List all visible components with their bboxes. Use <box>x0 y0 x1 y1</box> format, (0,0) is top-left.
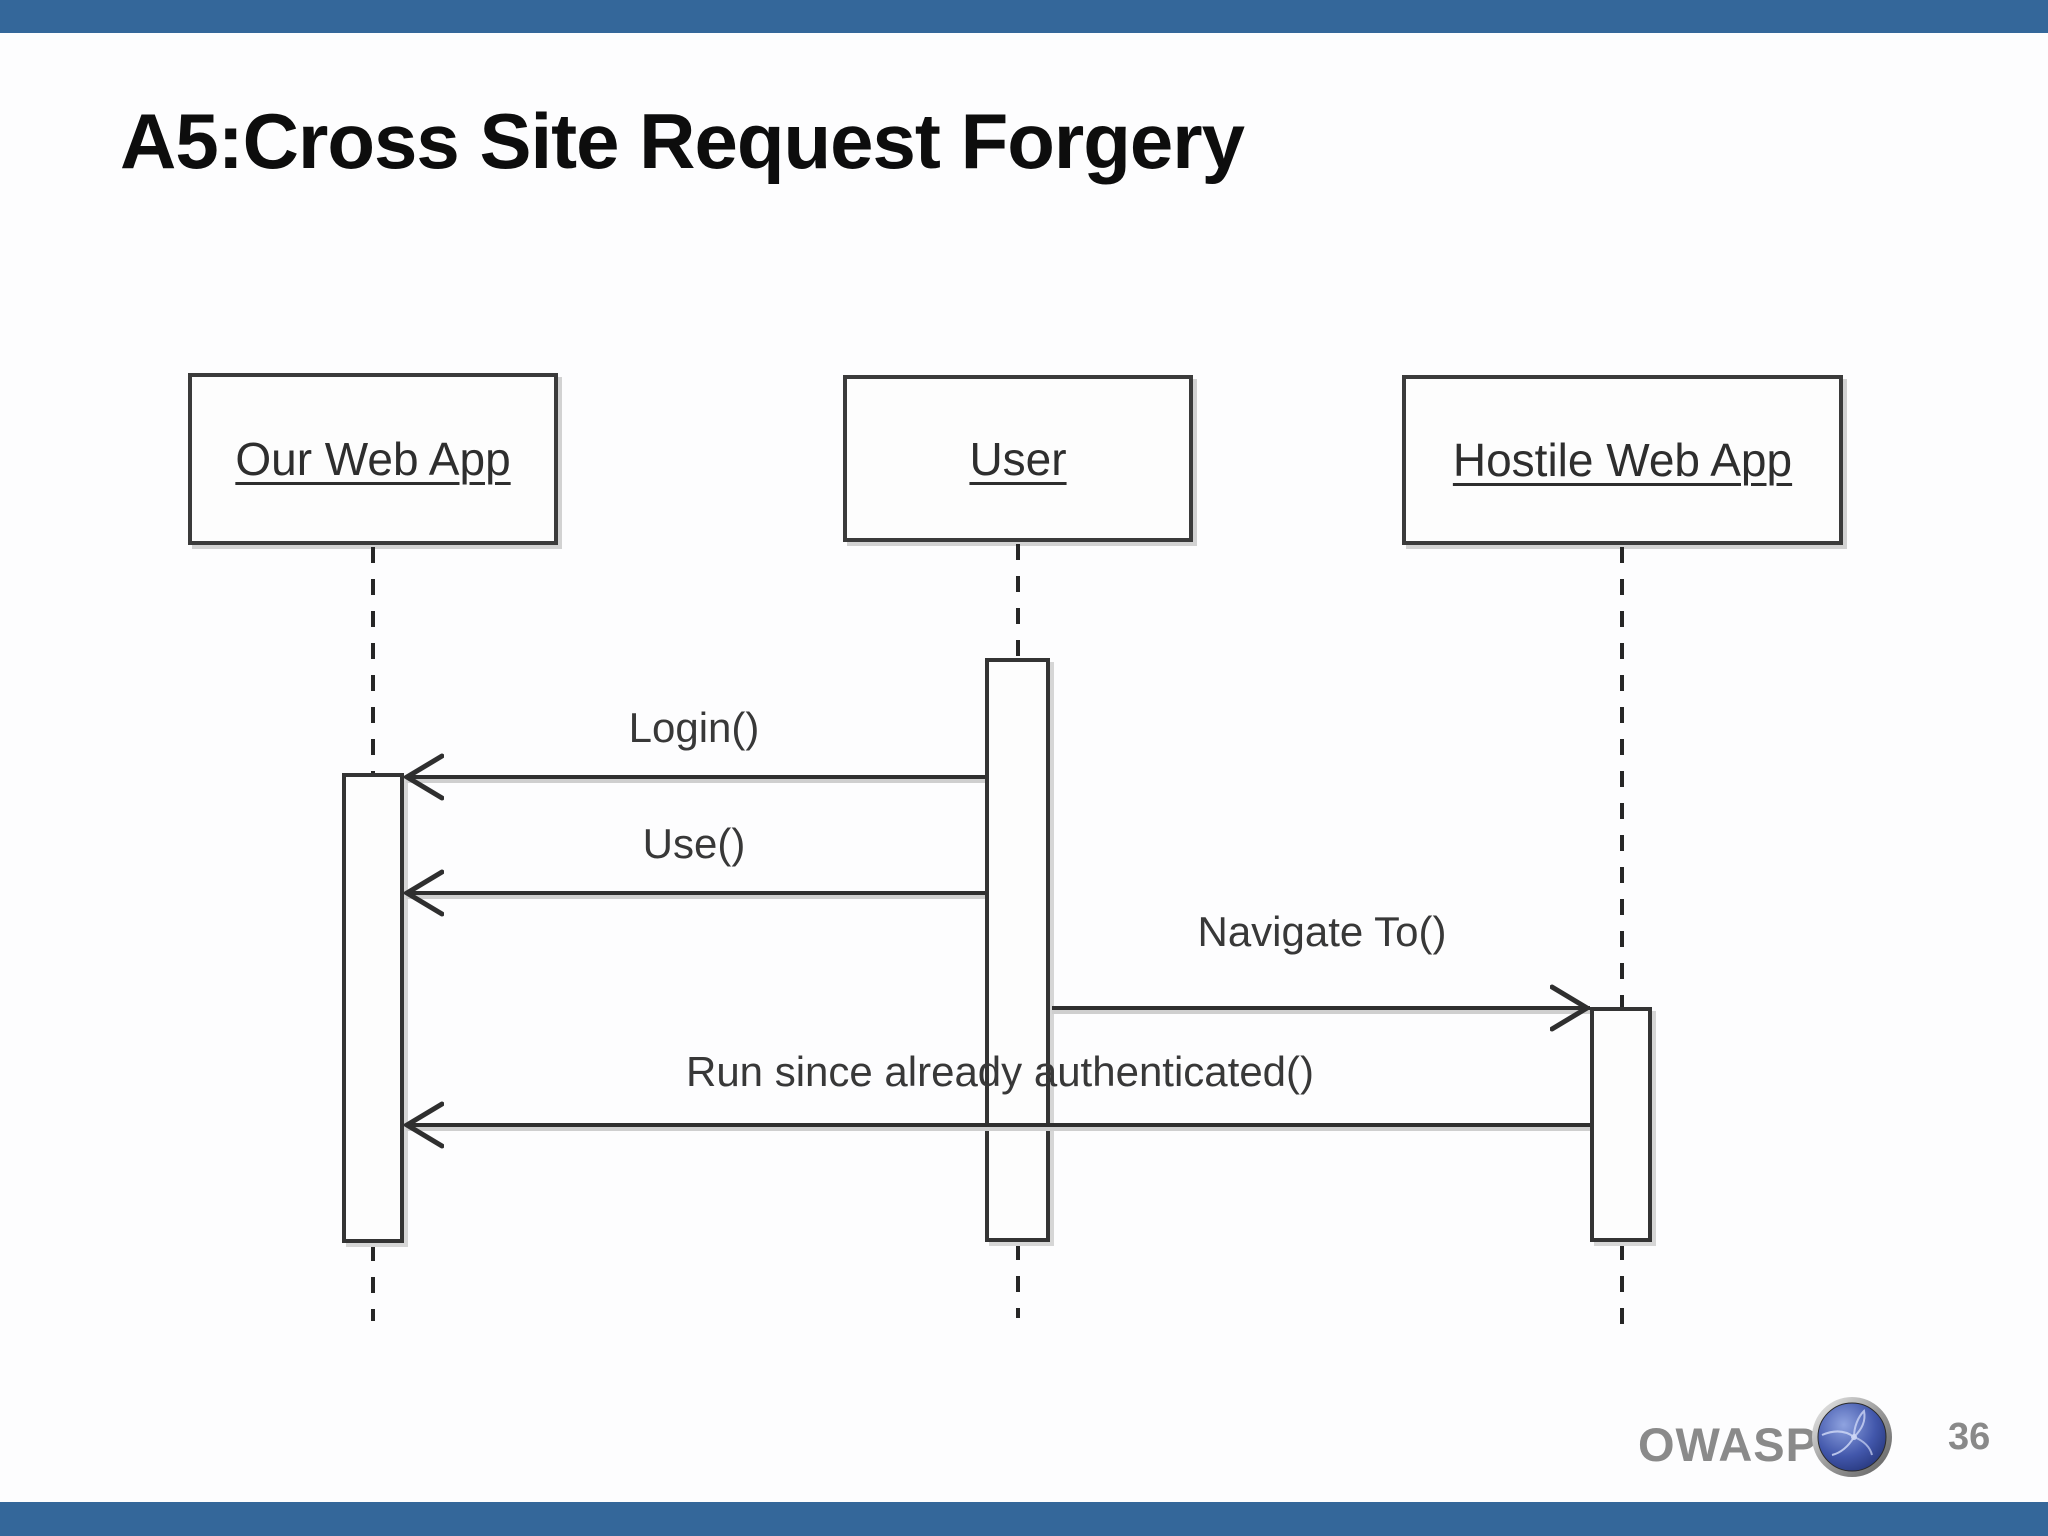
message-label-run-since-authenticated: Run since already authenticated() <box>685 1048 1315 1095</box>
lifeline-hostile-web-app-upper <box>1620 547 1624 1007</box>
message-label-use: Use() <box>642 820 746 867</box>
lifeline-user-lower <box>1016 1244 1020 1318</box>
actor-label-hostile-web-app: Hostile Web App <box>1452 434 1793 486</box>
message-label-navigate-to: Navigate To() <box>1197 908 1447 955</box>
owasp-logo-icon <box>1812 1397 1892 1477</box>
activation-bar-hostile-web-app <box>1590 1007 1652 1242</box>
actor-box-hostile-web-app: Hostile Web App <box>1402 375 1843 545</box>
lifeline-our-web-app-upper <box>371 547 375 773</box>
lifeline-our-web-app-lower <box>371 1245 375 1321</box>
lifeline-hostile-web-app-lower <box>1620 1244 1624 1332</box>
lifeline-user-upper <box>1016 544 1020 658</box>
actor-box-our-web-app: Our Web App <box>188 373 558 545</box>
message-line-use <box>406 891 985 895</box>
arrowhead-right-icon <box>1550 984 1590 1032</box>
page-number: 36 <box>1948 1416 1991 1458</box>
activation-bar-our-web-app <box>342 773 404 1243</box>
arrowhead-left-icon <box>404 1101 444 1149</box>
message-line-login <box>406 775 985 779</box>
activation-bar-user <box>985 658 1050 1242</box>
message-label-login: Login() <box>628 704 760 751</box>
actor-box-user: User <box>843 375 1193 542</box>
arrowhead-left-icon <box>404 869 444 917</box>
message-line-navigate-to <box>1052 1006 1590 1010</box>
arrowhead-left-icon <box>404 753 444 801</box>
actor-label-our-web-app: Our Web App <box>235 433 511 485</box>
owasp-wordmark: OWASP <box>1638 1418 1818 1471</box>
slide-title: A5:Cross Site Request Forgery <box>120 97 1245 185</box>
top-accent-bar <box>0 0 2048 33</box>
actor-label-user: User <box>969 432 1067 485</box>
bottom-accent-bar <box>0 1502 2048 1536</box>
message-line-run-since-authenticated <box>406 1123 1590 1127</box>
